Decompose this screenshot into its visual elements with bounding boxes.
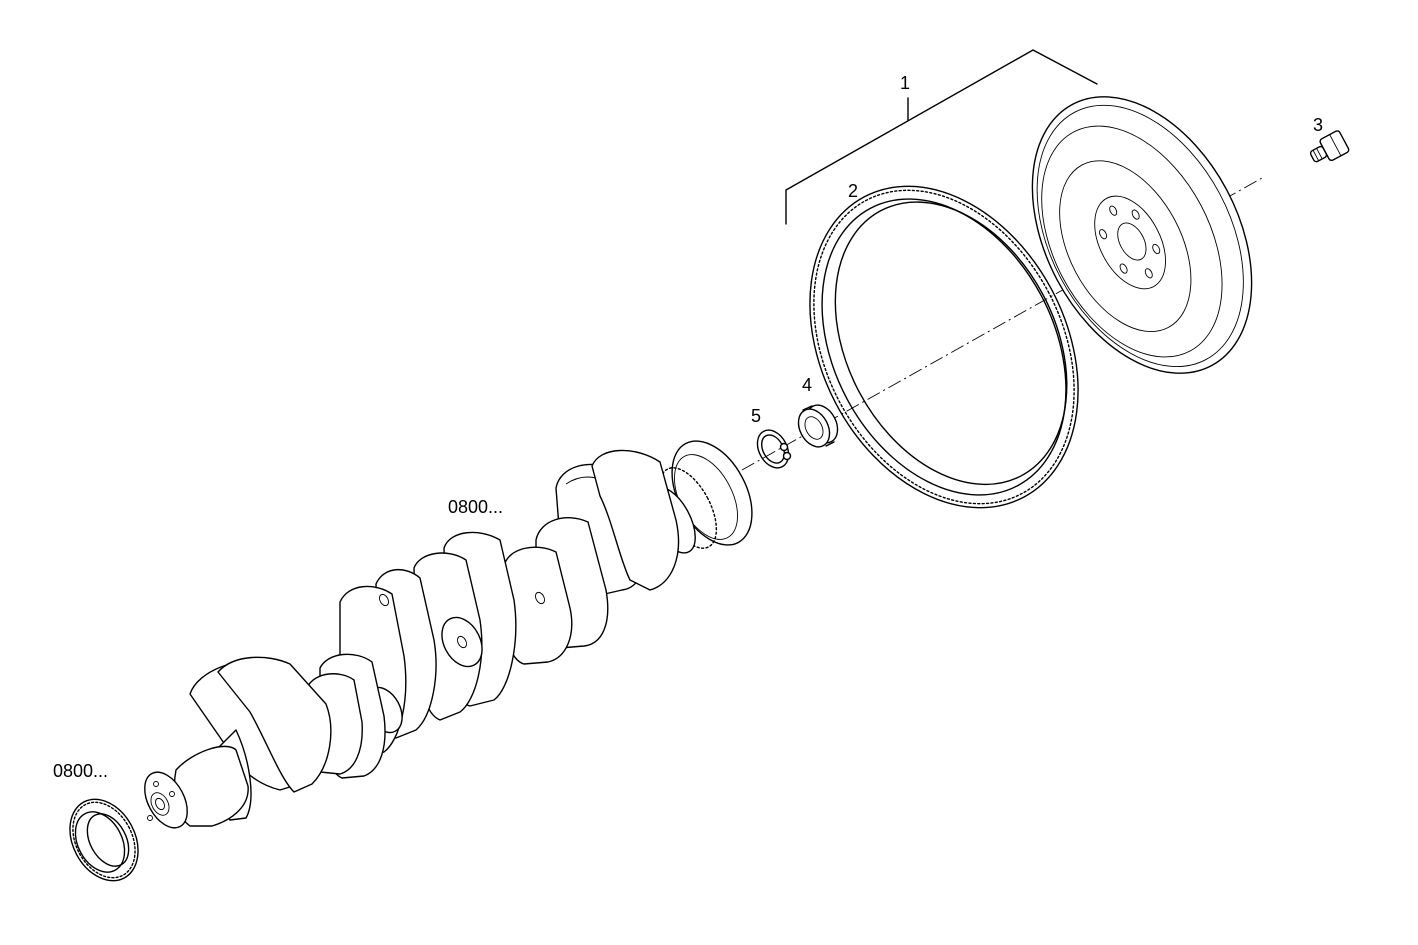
assembly-bracket: [785, 49, 1098, 225]
snap-ring: [756, 429, 792, 469]
callout-1: 1: [900, 73, 911, 93]
crankshaft: [144, 440, 753, 829]
callout-5: 5: [751, 406, 762, 426]
reference-label-lower: 0800...: [53, 761, 109, 781]
reference-label-upper: 0800...: [448, 497, 504, 517]
callout-4: 4: [802, 375, 813, 395]
ring-gear: [809, 185, 1079, 509]
bearing: [797, 404, 839, 448]
crank-gear: [69, 798, 139, 882]
callout-3: 3: [1313, 115, 1324, 135]
flywheel: [1031, 96, 1253, 374]
bolt: [1309, 130, 1350, 163]
callout-2: 2: [848, 181, 859, 201]
